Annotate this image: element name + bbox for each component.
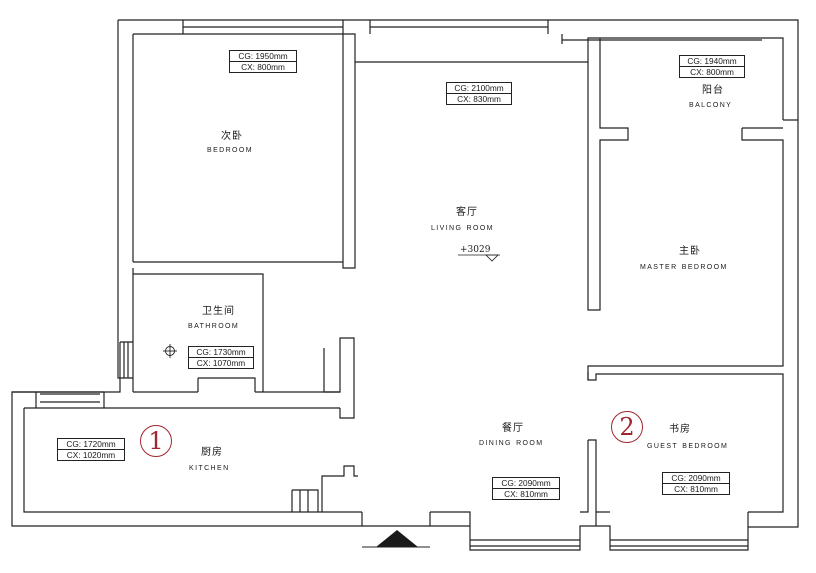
kitchen-dim-box: CG: 1720mm CX: 1020mm bbox=[57, 438, 125, 461]
door-entry bbox=[362, 511, 749, 551]
dining-dim-box: CG: 2090mm CX: 810mm bbox=[492, 477, 560, 500]
guest-wall bbox=[580, 439, 610, 526]
balcony-wall bbox=[587, 128, 784, 513]
balcony-window bbox=[561, 34, 762, 44]
dining-cn-label: 餐厅 bbox=[502, 423, 524, 434]
guest-cx: CX: 810mm bbox=[663, 483, 729, 494]
top-window bbox=[182, 20, 549, 34]
guest-dim-box: CG: 2090mm CX: 810mm bbox=[662, 472, 730, 495]
living-dim-box: CG: 2100mm CX: 830mm bbox=[446, 82, 512, 105]
living-right-wall bbox=[587, 38, 629, 311]
dining-cx: CX: 810mm bbox=[493, 488, 559, 499]
floor-drain-icon bbox=[163, 344, 177, 358]
entry-arrow-icon bbox=[376, 530, 418, 547]
kitchen-cx: CX: 1020mm bbox=[58, 449, 124, 460]
elevation-marker-icon bbox=[458, 254, 500, 262]
kitchen-right bbox=[321, 465, 358, 512]
guest-en-label: Guest Bedroom bbox=[647, 440, 729, 451]
kitchen-en-label: Kitchen bbox=[189, 462, 230, 473]
dining-en-label: Dining Room bbox=[479, 437, 544, 448]
bath-window bbox=[120, 341, 133, 378]
kitchen-cn-label: 厨房 bbox=[201, 447, 223, 458]
bathroom-wall bbox=[197, 330, 355, 419]
bedroom2-en-label: Bedroom bbox=[207, 144, 253, 155]
guest-cn-label: 书房 bbox=[669, 424, 691, 435]
master-en-label: Master Bedroom bbox=[640, 261, 728, 272]
living-en-label: Living Room bbox=[431, 222, 494, 233]
bathroom-dim-box: CG: 1730mm CX: 1070mm bbox=[188, 346, 254, 369]
living-cx: CX: 830mm bbox=[447, 93, 511, 104]
outer-wall-inner bbox=[23, 34, 362, 513]
bathroom-cx: CX: 1070mm bbox=[189, 357, 253, 368]
balcony-cn-label: 阳台 bbox=[702, 85, 724, 96]
balcony-cx: CX: 800mm bbox=[680, 66, 744, 77]
bedroom2-cx: CX: 800mm bbox=[230, 61, 296, 72]
balcony-dim-box: CG: 1940mm CX: 800mm bbox=[679, 55, 745, 78]
living-cg: CG: 2100mm bbox=[454, 82, 504, 93]
bedroom2-bottom bbox=[132, 268, 264, 330]
kitchen-step bbox=[291, 489, 319, 512]
balcony-door bbox=[742, 119, 798, 129]
bedroom2-wall bbox=[133, 34, 356, 269]
living-cn-label: 客厅 bbox=[456, 207, 478, 218]
guest-cg: CG: 2090mm bbox=[671, 472, 721, 483]
balcony-en-label: Balcony bbox=[689, 99, 733, 110]
bathroom-wall-2 bbox=[119, 342, 340, 393]
dining-window bbox=[470, 539, 748, 547]
kitchen-wall bbox=[12, 391, 340, 409]
balcony-cg: CG: 1940mm bbox=[687, 55, 737, 66]
bathroom-cg: CG: 1730mm bbox=[196, 346, 246, 357]
bedroom2-dim-box: CG: 1950mm CX: 800mm bbox=[229, 50, 297, 73]
bedroom2-cn-label: 次卧 bbox=[221, 131, 243, 142]
kitchen-marker-icon: 1 bbox=[140, 425, 172, 457]
bedroom2-cg: CG: 1950mm bbox=[238, 50, 288, 61]
guest-marker-icon: 2 bbox=[611, 411, 643, 443]
dining-cg: CG: 2090mm bbox=[501, 477, 551, 488]
bathroom-cn-label: 卫生间 bbox=[202, 306, 235, 317]
kitchen-cg: CG: 1720mm bbox=[66, 438, 116, 449]
master-cn-label: 主卧 bbox=[679, 246, 701, 257]
bathroom-en-label: Bathroom bbox=[188, 320, 240, 331]
elevation-label: +3029 bbox=[460, 245, 491, 255]
